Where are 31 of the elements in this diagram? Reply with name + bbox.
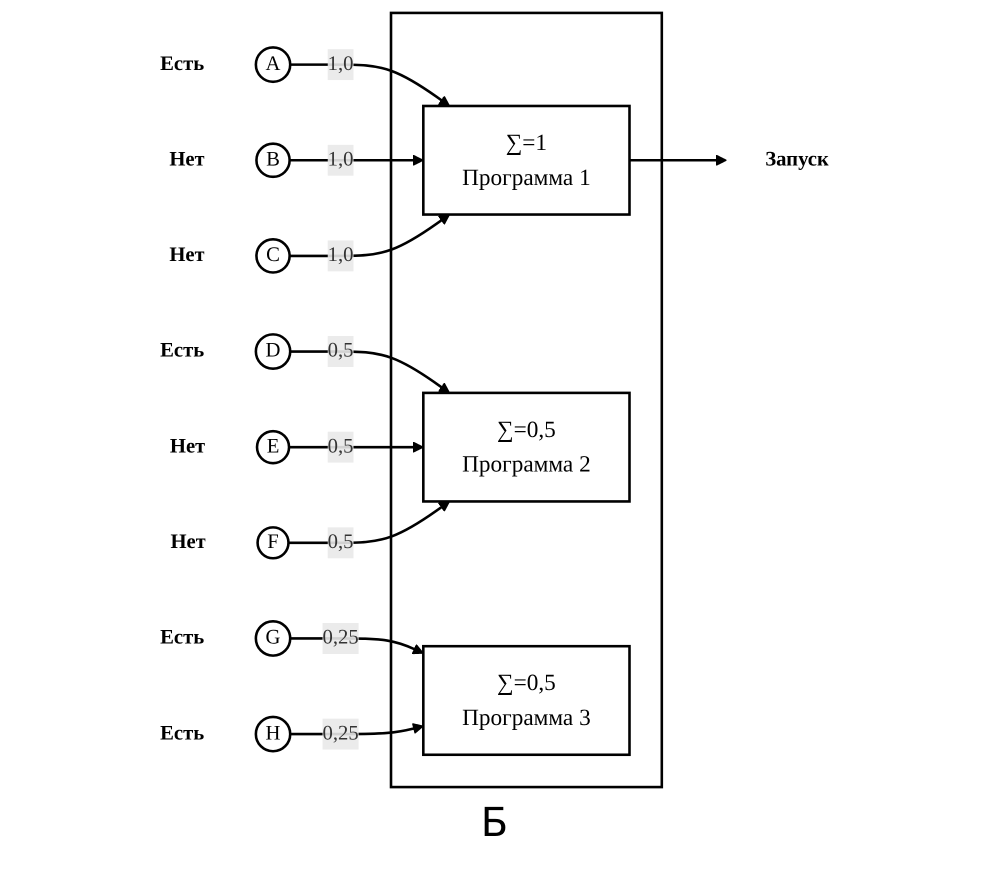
edge-label: 0,5: [328, 436, 354, 458]
node-circle: D: [254, 333, 292, 370]
edge-label: 0,25: [322, 626, 359, 649]
node-label: Есть: [160, 722, 204, 744]
edge-label: 0,5: [328, 531, 354, 554]
node-circle: G: [254, 620, 292, 657]
arrow: [630, 154, 727, 166]
node-label: Есть: [160, 626, 204, 649]
node-box: ∑=1 Программа 1: [422, 104, 631, 216]
caption: Б: [480, 800, 510, 846]
node-box: ∑=0,5 Программа 2: [422, 392, 631, 503]
node-box: ∑=0,5 Программа 3: [422, 644, 631, 756]
node-circle: B: [255, 142, 291, 178]
node-label: Нет: [169, 148, 205, 171]
node-label: Нет: [169, 244, 205, 266]
edge-label: 0,5: [328, 340, 354, 362]
cluster: [390, 12, 664, 788]
node-label: Есть: [160, 52, 204, 75]
edge-label: 1,0: [328, 52, 354, 75]
edge-label: 1,0: [328, 148, 354, 171]
node-circle: E: [256, 430, 290, 464]
node-circle: F: [256, 526, 290, 560]
edge-label: 1,0: [328, 244, 354, 266]
node-circle: H: [254, 716, 292, 753]
node-label: Есть: [160, 340, 204, 362]
node-circle: C: [255, 238, 291, 274]
node-label: Нет: [170, 531, 206, 554]
edge-label: 0,25: [322, 722, 359, 744]
node-text: Запуск: [765, 148, 829, 171]
node-circle: A: [254, 46, 292, 84]
node-label: Нет: [170, 436, 206, 458]
